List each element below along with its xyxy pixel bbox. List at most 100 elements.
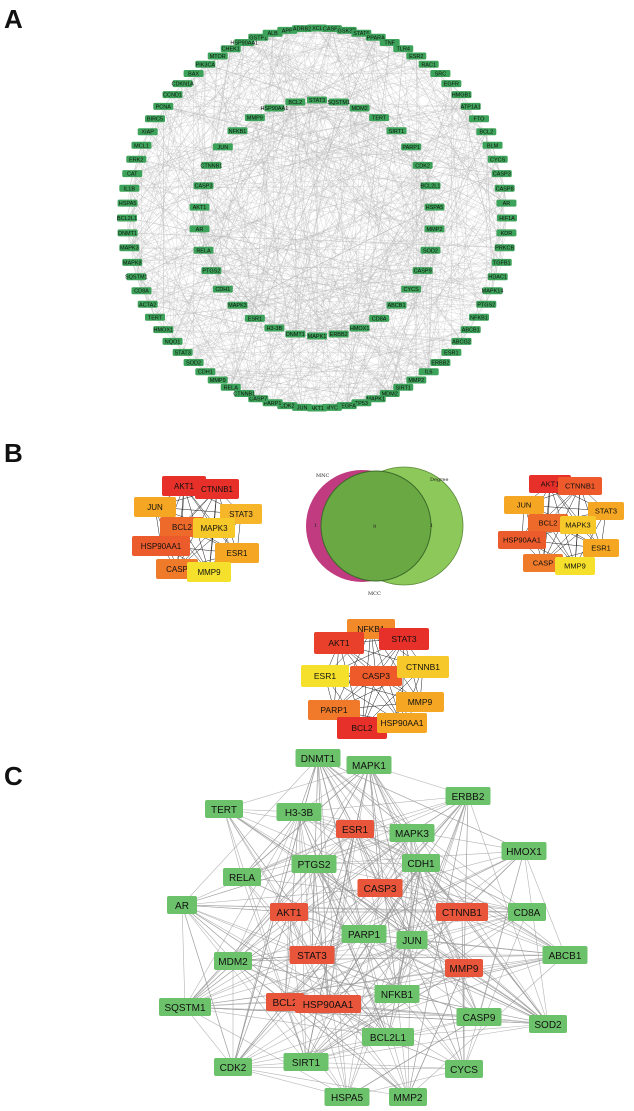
network-a-edge [359,107,431,251]
network-a-edge [193,73,245,394]
network-a-node [487,155,508,163]
network-a-edge [126,28,303,219]
network-a-node [496,229,517,237]
venn-diagram: MNC Degree MCC 1 9 1 [306,466,464,597]
network-a-edge [129,146,412,189]
network-a-edge [217,37,376,381]
network-a-node-label: HSP90AA1 [260,106,288,112]
network-a-edge [254,318,339,335]
network-a-edge [486,131,493,291]
network-a-edge [346,37,376,406]
network-a-edge [416,55,507,233]
network-a-edge [316,232,507,409]
network-a-node [189,203,210,211]
network-c-node [389,824,435,842]
network-a-node-label: CDH1 [198,370,213,376]
network-a-node-label: ABCB1 [387,303,405,309]
network-a-node [292,25,313,33]
network-a-node [460,326,481,334]
network-c-edge [184,863,315,1008]
network-a-edge [244,42,412,148]
network-a-edge [141,290,441,363]
network-a-edge [203,250,376,399]
network-a-edge [359,107,397,306]
network-a-edge [254,117,303,408]
network-a-node-label: SRC [435,72,447,78]
cluster-mnc-node-label: MMP9 [197,568,221,577]
network-a-edge [211,270,487,305]
network-c-edge [232,954,566,1068]
network-a-node-label: TERT [148,315,163,321]
network-c-node [324,1088,370,1106]
cluster-mcc-node-label: PARP1 [320,705,348,715]
network-a-node-label: MAPK8 [123,260,142,266]
network-a-edge [129,173,502,189]
network-a-edge [295,28,333,335]
network-c-node [167,896,197,914]
network-a-node [144,115,165,123]
network-a-edge [163,145,493,330]
network-c-edge [411,832,465,1070]
network-a-edge [258,131,487,399]
network-a-edge [272,33,480,119]
network-a-edge [132,73,441,263]
network-a-edge [132,262,296,335]
network-a-edge [230,28,333,388]
network-c-edge [184,911,528,1008]
network-c-node-label: CASP3 [364,884,397,895]
network-c-edge [181,904,234,962]
network-c-edge [463,795,469,969]
network-a-edge [182,202,507,353]
cluster-degree-node-label: MMP9 [564,562,586,571]
network-a-node [487,273,508,281]
network-a-node [482,287,503,295]
cluster-mcc-node-label: ESR1 [314,671,336,681]
network-a-edge [136,33,362,277]
cluster-mnc-node-label: BCL2 [172,523,193,532]
network-a-node-label: RAC1 [421,62,436,68]
cluster-mnc-node-label: CTNNB1 [201,485,234,494]
network-a-edge [361,42,390,403]
network-c-edge [411,911,528,941]
network-a-edge [422,145,493,166]
network-c-edge [232,1001,286,1068]
network-a-node-label: AR [196,227,204,233]
network-a-edge [272,33,404,388]
network-a-edge [132,262,423,271]
network-c-edge [368,764,413,834]
network-a-edge [338,333,429,372]
network-a-node [207,376,228,384]
network-a-edge [199,37,376,230]
network-a-node-label: ERK2 [129,157,143,163]
network-c-node [159,998,211,1016]
venn-label-degree: Degree [430,477,449,483]
network-a-edge [172,94,431,186]
network-c-node-label: RELA [229,873,255,884]
network-a-edge [172,94,412,290]
network-c-edge [232,1003,329,1068]
network-a-node [406,52,427,60]
network-a-edge [136,159,507,234]
cluster-mnc-node-label: JUN [147,503,163,512]
network-c-node-label: MMP9 [450,964,479,975]
network-a-node [153,326,174,334]
network-a-edge [258,37,318,409]
network-c-hub-node [270,903,308,921]
cluster-mnc-node [134,497,176,517]
cluster-degree-node-label: CASP [533,559,553,568]
network-a-edge [129,37,376,248]
network-c-edge [346,887,381,1098]
network-c-edge [407,967,465,1098]
cluster-degree-node-label: AKT1 [541,480,560,489]
network-a-node-label: HMGB1 [452,93,472,99]
network-a-node [476,300,497,308]
network-a-node-label: STAT3 [309,98,325,104]
network-c-edge [184,1006,348,1098]
network-a-node-label: PIK3CA [196,62,216,68]
network-a-edge [129,188,429,372]
network-c-edge [232,832,413,962]
network-a-edge [287,30,303,408]
network-a-node-label: CDKN1A [171,82,194,88]
network-c-edge [379,887,528,913]
network-a-node [183,70,204,78]
